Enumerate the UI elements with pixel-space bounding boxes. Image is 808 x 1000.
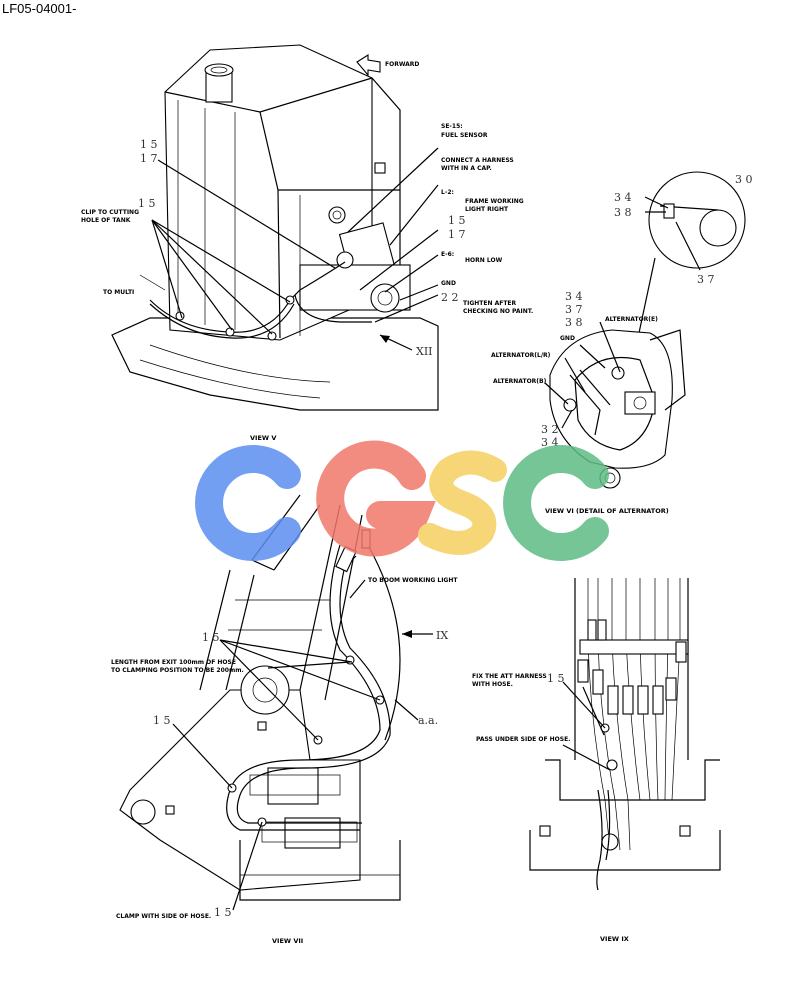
callout-37-top: 3 7 bbox=[697, 273, 715, 286]
view-vii-caption: VIEW VII bbox=[272, 937, 303, 945]
connect-note-line-2: WITH IN A CAP. bbox=[441, 165, 492, 172]
view-ix-drawing bbox=[529, 578, 721, 891]
tighten-note-line-2: CHECKING NO PAINT. bbox=[463, 308, 533, 315]
l2-subtitle-line-1: FRAME WORKING bbox=[465, 198, 524, 205]
view-vi-drawing bbox=[544, 171, 746, 489]
clip-note-line-2: HOLE OF TANK bbox=[81, 217, 131, 224]
callout-15-a: 1 5 bbox=[140, 138, 158, 151]
clip-note-line-1: CLIP TO CUTTING bbox=[81, 209, 139, 216]
callout-37-mid: 3 7 bbox=[565, 303, 583, 316]
boom-working-light-label: TO BOOM WORKING LIGHT bbox=[368, 577, 458, 584]
callout-30: 3 0 bbox=[735, 173, 753, 186]
callout-15-boom: 1 5 bbox=[202, 631, 220, 644]
alternator-e-label: ALTERNATOR(E) bbox=[605, 316, 658, 323]
e6-title: E-6: bbox=[441, 251, 454, 258]
connect-note-line-1: CONNECT A HARNESS bbox=[441, 157, 514, 164]
callout-38-mid: 3 8 bbox=[565, 316, 583, 329]
callout-15-foot: 1 5 bbox=[153, 714, 171, 727]
gnd-label: GND bbox=[441, 280, 456, 287]
aa-label: a.a. bbox=[418, 714, 438, 727]
callout-15-b: 1 5 bbox=[448, 214, 466, 227]
fix-note-line-2: WITH HOSE. bbox=[472, 681, 513, 688]
view-ix-caption: VIEW IX bbox=[600, 935, 629, 943]
callout-15-ix: 1 5 bbox=[547, 672, 565, 685]
fix-note-line-1: FIX THE ATT HARNESS bbox=[472, 673, 547, 680]
se15-subtitle: FUEL SENSOR bbox=[441, 132, 488, 139]
callout-17-a: 1 7 bbox=[140, 152, 158, 165]
alternator-lr-label: ALTERNATOR(L/R) bbox=[491, 352, 551, 359]
pass-note: PASS UNDER SIDE OF HOSE. bbox=[476, 736, 570, 743]
view-vi-caption: VIEW VI (DETAIL OF ALTERNATOR) bbox=[545, 507, 669, 515]
alternator-b-label: ALTERNATOR(B) bbox=[493, 378, 547, 385]
forward-label: FORWARD bbox=[385, 61, 419, 68]
watermark-letter-s bbox=[418, 450, 507, 555]
watermark-letter-g bbox=[316, 440, 436, 557]
watermark-letter-c1 bbox=[195, 445, 301, 561]
view-ix-ref: IX bbox=[436, 629, 448, 642]
cgsc-watermark bbox=[195, 440, 609, 561]
l2-subtitle-line-2: LIGHT RIGHT bbox=[465, 206, 509, 213]
view-vii-drawing bbox=[119, 494, 433, 911]
callout-22: 2 2 bbox=[441, 291, 459, 304]
length-note-line-1: LENGTH FROM EXIT 100mm OF HOSE bbox=[111, 659, 236, 666]
to-multi-label: TO MULTI bbox=[103, 289, 134, 296]
callout-34-top: 3 4 bbox=[614, 191, 632, 204]
tighten-note-line-1: TIGHTEN AFTER bbox=[463, 300, 517, 307]
document-code: LF05-04001- bbox=[2, 1, 76, 16]
clamp-note: CLAMP WITH SIDE OF HOSE. bbox=[116, 913, 211, 920]
l2-title: L-2: bbox=[441, 189, 454, 196]
callout-15-clamp: 1 5 bbox=[214, 906, 232, 919]
length-note-line-2: TO CLAMPING POSITION TO BE 200mm. bbox=[111, 667, 244, 674]
view-v-drawing bbox=[111, 44, 439, 411]
callout-17-b: 1 7 bbox=[448, 228, 466, 241]
callout-32: 3 2 bbox=[541, 423, 559, 436]
callout-15-clip: 1 5 bbox=[138, 197, 156, 210]
view-xii-ref: XII bbox=[416, 345, 433, 358]
alternator-gnd-label: GND bbox=[560, 335, 575, 342]
view-v-caption: VIEW V bbox=[250, 434, 276, 442]
e6-subtitle: HORN LOW bbox=[465, 257, 503, 264]
callout-34-mid: 3 4 bbox=[565, 290, 583, 303]
se15-title: SE-15: bbox=[441, 123, 463, 130]
watermark-letter-c2 bbox=[503, 445, 609, 561]
callout-38-top: 3 8 bbox=[614, 206, 632, 219]
